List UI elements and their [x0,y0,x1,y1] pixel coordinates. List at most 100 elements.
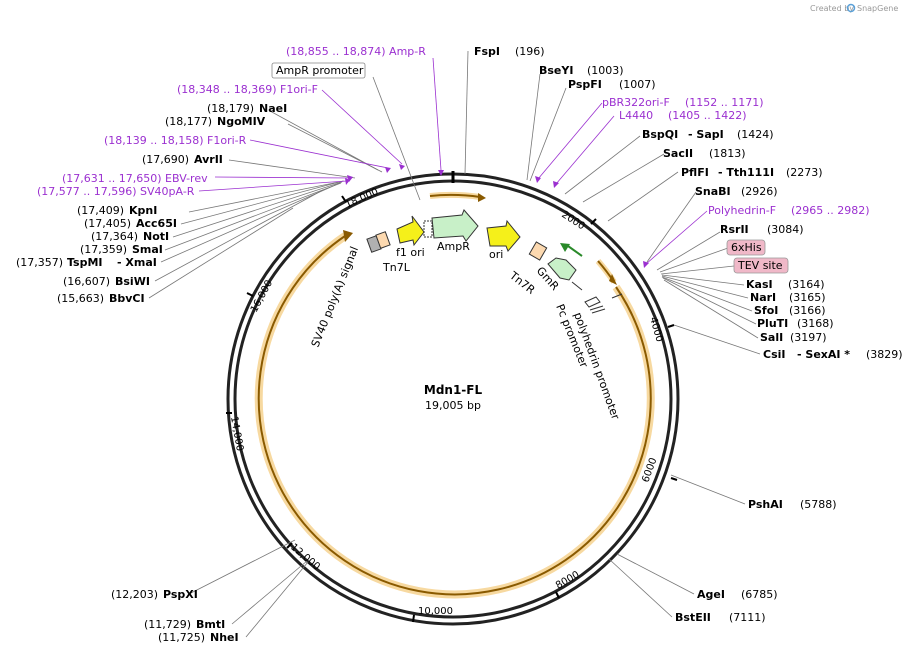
sacii-site[interactable]: SacII [663,147,693,160]
sfoi-position: (3166) [789,304,826,317]
ampr-label: AmpR [437,240,470,253]
tn7r-feature[interactable] [528,241,548,261]
pspfi-position: (1007) [619,78,656,91]
acc65i-position: (17,405) [84,217,131,230]
ampr-feature[interactable] [431,209,479,242]
xmai-site[interactable]: - XmaI [117,256,157,269]
tn7l-feature[interactable] [396,215,425,247]
f1ori-r-primer-label[interactable]: (18,139 .. 18,158) F1ori-R [104,134,247,147]
ampr-promoter-label: AmpR promoter [276,64,364,77]
naei-position: (18,179) [207,102,254,115]
rsrii-site[interactable]: RsrII [720,223,749,236]
smai-site[interactable]: SmaI [132,243,163,256]
pc-promoter-feature[interactable] [571,281,583,291]
pflfi-position: (2273) [786,166,823,179]
tth111i-site[interactable]: - Tth111I [718,166,774,179]
ori-label: ori [489,248,503,261]
csii-position: (3829) [866,348,903,361]
pspxi-position: (12,203) [111,588,158,601]
gmr-feature[interactable] [547,257,577,281]
pbr322ori-f-position: (1152 .. 1171) [685,96,764,109]
bspqi-position: (1424) [737,128,774,141]
bsteii-site[interactable]: BstEII [675,611,711,624]
smai-position: (17,359) [80,243,127,256]
f1ori-label: f1 ori [396,246,425,259]
pspxi-site[interactable]: PspXI [163,588,198,601]
ngomiv-position: (18,177) [165,115,212,128]
f1ori-f-primer-label[interactable]: (18,348 .. 18,369) F1ori-F [177,83,318,96]
kasi-position: (3164) [788,278,825,291]
tick-18000: 18,000 [344,186,380,210]
nari-site[interactable]: NarI [750,291,776,304]
l4440-position: (1405 .. 1422) [668,109,747,122]
tn7r-label: Tn7R [506,269,537,298]
polyhedrin-promoter-feature[interactable] [584,296,601,308]
brand-text: SnapGene [857,4,898,13]
plasmid-name: Mdn1-FL [424,383,483,397]
tspmi-site[interactable]: TspMI [67,256,103,269]
his-tag-box[interactable] [726,239,766,256]
snabi-site[interactable]: SnaBI [695,185,731,198]
pspfi-site[interactable]: PspFI [568,78,602,91]
amp-r-primer-label[interactable]: (18,855 .. 18,874) Amp-R [286,45,426,58]
acc65i-site[interactable]: Acc65I [136,217,177,230]
sapi-site[interactable]: - SapI [688,128,724,141]
sexai-site[interactable]: - SexAI * [797,348,850,361]
bseyi-site[interactable]: BseYI [539,64,573,77]
kpni-site[interactable]: KpnI [129,204,157,217]
sfoi-site[interactable]: SfoI [754,304,778,317]
sali-position: (3197) [790,331,827,344]
csii-site[interactable]: CsiI [763,348,785,361]
sv40pa-r-primer-label[interactable]: (17,577 .. 17,596) SV40pA-R [37,185,195,198]
bsiwi-site[interactable]: BsiWI [115,275,150,288]
insert-arc-arrowhead [343,230,353,242]
credit-text: Created by [810,4,854,13]
tick-10000: 10,000 [418,606,453,617]
primer-arrowheads [345,164,649,268]
snapgene-logo-icon [846,3,856,13]
bsiwi-position: (16,607) [63,275,110,288]
pbr322ori-f-primer-label[interactable]: pBR322ori-F [602,96,670,109]
kasi-site[interactable]: KasI [746,278,773,291]
fspi-position: (196) [515,45,545,58]
noti-site[interactable]: NotI [143,230,169,243]
fspi-site[interactable]: FspI [474,45,500,58]
tspmi-position: (17,357) [16,256,63,269]
sacii-position: (1813) [709,147,746,160]
ampr-promoter-box[interactable] [271,62,366,79]
insert-arc-highlight [254,232,655,599]
bmti-position: (11,729) [144,618,191,631]
agei-site[interactable]: AgeI [697,588,725,601]
bbvci-site[interactable]: BbvCI [109,292,145,305]
naei-site[interactable]: NaeI [259,102,287,115]
polyhedrin-f-position: (2965 .. 2982) [791,204,870,217]
pshai-site[interactable]: PshAI [748,498,783,511]
primer-leader-lines [198,57,708,265]
f1ori-feature[interactable] [423,220,433,238]
insert-arc[interactable] [257,235,652,596]
leader-lines [148,50,761,638]
sali-site[interactable]: SalI [760,331,783,344]
kpni-position: (17,409) [77,204,124,217]
tev-site-label: TEV site [737,259,783,272]
bmti-site[interactable]: BmtI [196,618,225,631]
pflfi-site[interactable]: PflFI [681,166,709,179]
noti-position: (17,364) [91,230,138,243]
bspqi-site[interactable]: BspQI [642,128,678,141]
ori-feature[interactable] [486,219,521,252]
avrii-site[interactable]: AvrII [194,153,223,166]
polyhedrin-f-primer-label[interactable]: Polyhedrin-F [708,204,776,217]
nhei-site[interactable]: NheI [210,631,239,644]
tev-site-box[interactable] [733,257,789,274]
agei-position: (6785) [741,588,778,601]
ebv-rev-primer-label[interactable]: (17,631 .. 17,650) EBV-rev [62,172,208,185]
ngomiv-site[interactable]: NgoMIV [217,115,266,128]
sv40-orf-feature[interactable] [375,231,391,249]
plasmid-length: 19,005 bp [425,399,481,412]
pluti-position: (3168) [797,317,834,330]
tick-2000: 2000 [559,209,586,232]
pluti-site[interactable]: PluTI [757,317,788,330]
tn7l-label: Tn7L [382,261,411,274]
l4440-primer-label[interactable]: L4440 [619,109,653,122]
